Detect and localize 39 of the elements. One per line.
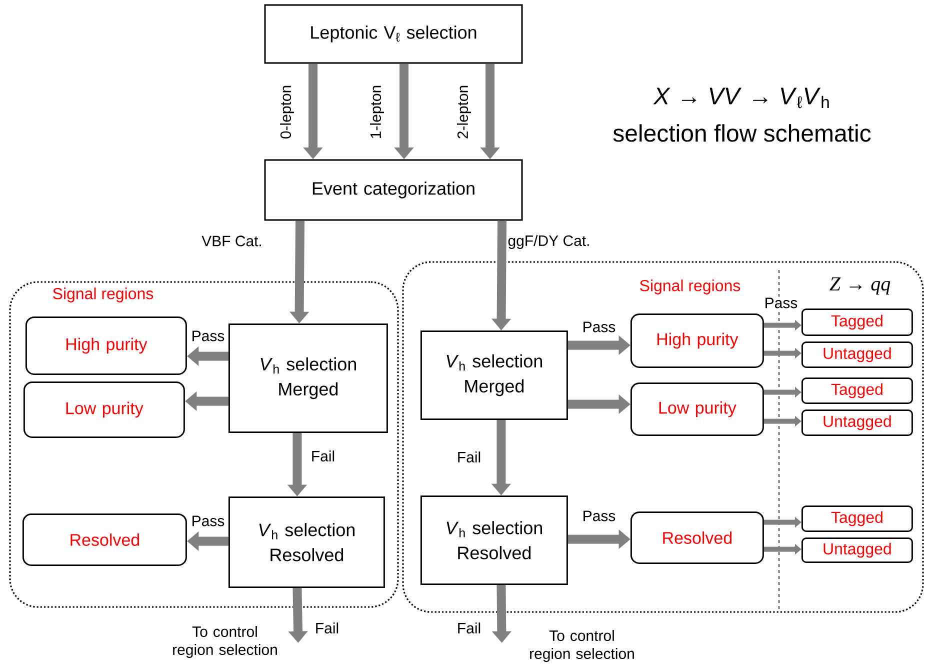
edge-label: Fail bbox=[310, 449, 336, 462]
edge-label: Pass bbox=[190, 330, 226, 342]
region-box: Resolved bbox=[22, 513, 187, 566]
category-box: Untagged bbox=[801, 537, 913, 563]
edge-label: Fail bbox=[456, 621, 482, 634]
note-label: To control region selection bbox=[530, 630, 634, 662]
category-box: Untagged bbox=[801, 409, 913, 436]
category-box: Untagged bbox=[801, 341, 913, 368]
note-label: To control region selection bbox=[173, 626, 277, 658]
category-box: Tagged bbox=[801, 505, 913, 532]
title: X → VV → V$_{ℓ}$V$_{h}$ bbox=[653, 88, 829, 108]
region-box: High purity bbox=[630, 313, 764, 368]
edge-label: Pass bbox=[190, 514, 226, 528]
process-box: V$_{h}$ selection Merged bbox=[228, 323, 388, 433]
region-box: High purity bbox=[25, 316, 187, 375]
subtitle: selection flow schematic bbox=[613, 124, 871, 142]
category-box: Tagged bbox=[801, 308, 913, 336]
process-box: Leptonic V$_{ℓ}$ selection bbox=[264, 4, 523, 64]
edge-label: Fail bbox=[456, 450, 482, 464]
region-heading: Signal regions bbox=[640, 280, 740, 294]
edge-label: Pass bbox=[581, 320, 617, 334]
edge-label: 0-lepton bbox=[279, 84, 295, 140]
region-box: Low purity bbox=[630, 382, 764, 436]
region-box: Low purity bbox=[23, 381, 185, 438]
edge-label: Fail bbox=[314, 621, 340, 634]
region-box: Resolved bbox=[630, 511, 764, 564]
process-box: V$_{h}$ selection Resolved bbox=[228, 496, 385, 588]
region-heading: Signal regions bbox=[53, 288, 154, 302]
edge-label: 2-lepton bbox=[456, 84, 472, 140]
edge-label: 1-lepton bbox=[369, 84, 385, 140]
process-box: Event categorization bbox=[264, 159, 523, 221]
category-box: Tagged bbox=[801, 377, 913, 404]
process-box: V$_{h}$ selection Resolved bbox=[420, 495, 568, 585]
formula-label: Z → qq bbox=[830, 277, 890, 295]
edge-label: ggF/DY Cat. bbox=[506, 234, 592, 250]
process-box: V$_{h}$ selection Merged bbox=[420, 330, 568, 420]
edge-label: Pass bbox=[581, 510, 617, 522]
edge-label: VBF Cat. bbox=[200, 234, 264, 248]
edge-label: Pass bbox=[763, 296, 799, 310]
